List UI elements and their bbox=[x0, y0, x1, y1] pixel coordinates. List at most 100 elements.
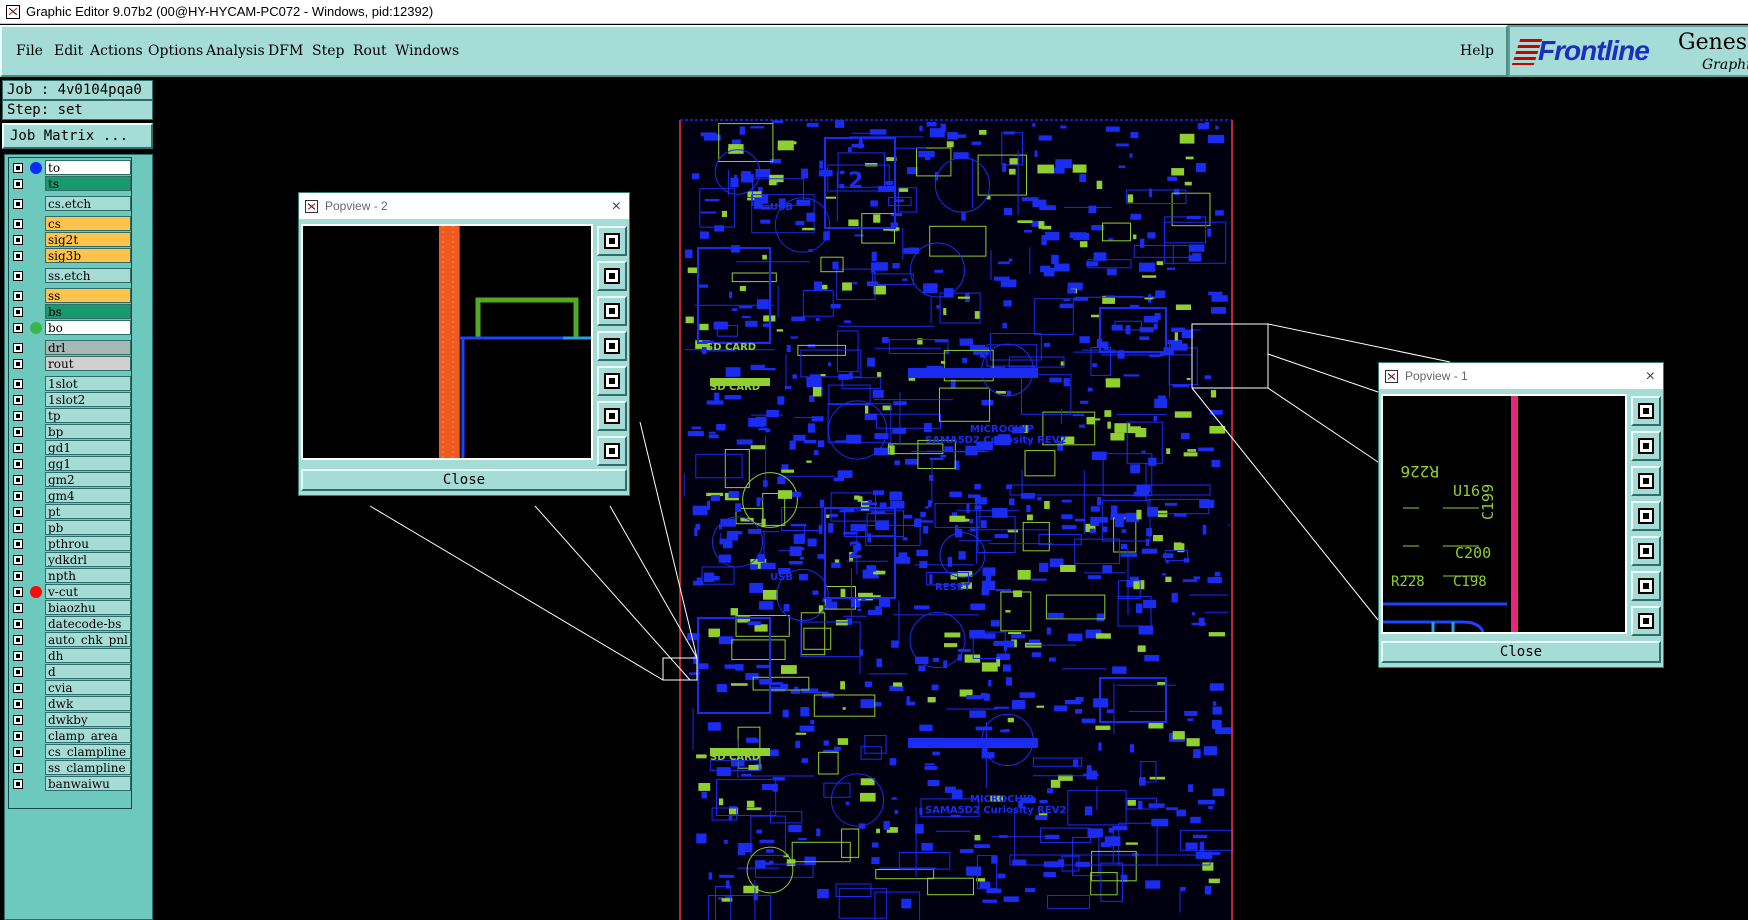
layer-row-gg1[interactable]: gg1 bbox=[9, 456, 131, 472]
layer-row-ss-clampline[interactable]: ss_clampline bbox=[9, 760, 131, 776]
layer-checkbox[interactable] bbox=[13, 635, 23, 645]
layer-row-1slot2[interactable]: 1slot2 bbox=[9, 392, 131, 408]
popview-1-pan-down-button[interactable] bbox=[1631, 466, 1661, 496]
layer-checkbox[interactable] bbox=[13, 459, 23, 469]
layer-checkbox[interactable] bbox=[13, 523, 23, 533]
layer-checkbox[interactable] bbox=[13, 699, 23, 709]
layer-name[interactable]: dwk bbox=[45, 696, 131, 711]
layer-name[interactable]: ss bbox=[45, 288, 131, 303]
layer-row-auto-chk-pnl[interactable]: auto_chk_pnl bbox=[9, 632, 131, 648]
layer-checkbox[interactable] bbox=[13, 411, 23, 421]
menu-options[interactable]: Options bbox=[148, 43, 204, 59]
layer-checkbox[interactable] bbox=[13, 379, 23, 389]
layer-row-cs[interactable]: cs bbox=[9, 216, 131, 232]
layer-checkbox[interactable] bbox=[13, 731, 23, 741]
layer-name[interactable]: ss.etch bbox=[45, 268, 131, 283]
menu-actions[interactable]: Actions bbox=[90, 43, 143, 59]
layer-name[interactable]: bs bbox=[45, 304, 131, 319]
popview-1-pan-up-button[interactable] bbox=[1631, 431, 1661, 461]
popview-1-zoom-view[interactable]: R226 U16 C199 C200 C198 R228 bbox=[1381, 394, 1627, 634]
layer-row-ydkdrl[interactable]: ydkdrl bbox=[9, 552, 131, 568]
menu-analysis[interactable]: Analysis bbox=[206, 43, 265, 59]
popview-1-close-button[interactable]: Close bbox=[1381, 641, 1661, 663]
layer-name[interactable]: dwkby bbox=[45, 712, 131, 727]
layer-name[interactable]: gd1 bbox=[45, 440, 131, 455]
layer-row-dwkby[interactable]: dwkby bbox=[9, 712, 131, 728]
layer-row-pt[interactable]: pt bbox=[9, 504, 131, 520]
layer-row-rout[interactable]: rout bbox=[9, 356, 131, 372]
layer-checkbox[interactable] bbox=[13, 395, 23, 405]
popview-1-zoom-out-button[interactable] bbox=[1631, 606, 1661, 636]
layer-name[interactable]: gm4 bbox=[45, 488, 131, 503]
popview-2-pan-right-button[interactable] bbox=[597, 366, 627, 396]
layer-name[interactable]: biaozhu bbox=[45, 600, 131, 615]
layer-name[interactable]: d bbox=[45, 664, 131, 679]
menu-step[interactable]: Step bbox=[312, 43, 345, 59]
layer-name[interactable]: gm2 bbox=[45, 472, 131, 487]
layer-checkbox[interactable] bbox=[13, 683, 23, 693]
layer-name[interactable]: cvia bbox=[45, 680, 131, 695]
popview-2-close-button[interactable]: Close bbox=[301, 469, 627, 491]
layer-checkbox[interactable] bbox=[13, 179, 23, 189]
layer-row-ts[interactable]: ts bbox=[9, 176, 131, 192]
layer-name[interactable]: to bbox=[45, 160, 131, 175]
layer-checkbox[interactable] bbox=[13, 251, 23, 261]
layer-row-drl[interactable]: drl bbox=[9, 340, 131, 356]
layer-name[interactable]: ss_clampline bbox=[45, 760, 131, 775]
layer-checkbox[interactable] bbox=[13, 219, 23, 229]
popview-1-titlebar[interactable]: Popview - 1 × bbox=[1379, 363, 1663, 390]
layer-name[interactable]: drl bbox=[45, 340, 131, 355]
layer-row-npth[interactable]: npth bbox=[9, 568, 131, 584]
layer-row-1slot[interactable]: 1slot bbox=[9, 376, 131, 392]
popview-1-close-icon[interactable]: × bbox=[1645, 368, 1655, 385]
layer-row-gd1[interactable]: gd1 bbox=[9, 440, 131, 456]
layer-name[interactable]: 1slot2 bbox=[45, 392, 131, 407]
layer-name[interactable]: 1slot bbox=[45, 376, 131, 391]
popview-2-zoom-out-button[interactable] bbox=[597, 436, 627, 466]
popview-2-close-icon[interactable]: × bbox=[611, 198, 621, 215]
layer-name[interactable]: banwaiwu bbox=[45, 776, 131, 791]
layer-name[interactable]: tp bbox=[45, 408, 131, 423]
popview-2-zoom-view[interactable] bbox=[301, 224, 593, 460]
layer-checkbox[interactable] bbox=[13, 427, 23, 437]
layer-name[interactable]: bo bbox=[45, 320, 131, 335]
menu-edit[interactable]: Edit bbox=[54, 43, 84, 59]
layer-checkbox[interactable] bbox=[13, 619, 23, 629]
layer-row-bs[interactable]: bs bbox=[9, 304, 131, 320]
layer-checkbox[interactable] bbox=[13, 359, 23, 369]
layer-name[interactable]: rout bbox=[45, 356, 131, 371]
layer-row-sig3b[interactable]: sig3b bbox=[9, 248, 131, 264]
layer-checkbox[interactable] bbox=[13, 507, 23, 517]
layer-checkbox[interactable] bbox=[13, 271, 23, 281]
layer-row-biaozhu[interactable]: biaozhu bbox=[9, 600, 131, 616]
layer-row-cvia[interactable]: cvia bbox=[9, 680, 131, 696]
layer-row-pb[interactable]: pb bbox=[9, 520, 131, 536]
layer-checkbox[interactable] bbox=[13, 163, 23, 173]
popview-1-pan-right-button[interactable] bbox=[1631, 536, 1661, 566]
popview-2-titlebar[interactable]: Popview - 2 × bbox=[299, 193, 629, 220]
layer-row-tp[interactable]: tp bbox=[9, 408, 131, 424]
layer-row-d[interactable]: d bbox=[9, 664, 131, 680]
layer-name[interactable]: cs.etch bbox=[45, 196, 131, 211]
layer-checkbox[interactable] bbox=[13, 651, 23, 661]
layer-checkbox[interactable] bbox=[13, 587, 23, 597]
layer-row-to[interactable]: to bbox=[9, 160, 131, 176]
layer-checkbox[interactable] bbox=[13, 555, 23, 565]
menu-rout[interactable]: Rout bbox=[353, 43, 387, 59]
popview-1-pan-left-button[interactable] bbox=[1631, 501, 1661, 531]
layer-checkbox[interactable] bbox=[13, 539, 23, 549]
layer-checkbox[interactable] bbox=[13, 235, 23, 245]
layer-row-banwaiwu[interactable]: banwaiwu bbox=[9, 776, 131, 792]
menu-file[interactable]: File bbox=[16, 43, 43, 59]
layer-checkbox[interactable] bbox=[13, 667, 23, 677]
layer-name[interactable]: auto_chk_pnl bbox=[45, 632, 131, 647]
layer-row-v-cut[interactable]: v-cut bbox=[9, 584, 131, 600]
layer-name[interactable]: v-cut bbox=[45, 584, 131, 599]
layer-name[interactable]: ydkdrl bbox=[45, 552, 131, 567]
popview-1-zoom-home-button[interactable] bbox=[1631, 396, 1661, 426]
layer-checkbox[interactable] bbox=[13, 491, 23, 501]
layer-row-dwk[interactable]: dwk bbox=[9, 696, 131, 712]
popview-2-zoom-home-button[interactable] bbox=[597, 226, 627, 256]
layer-checkbox[interactable] bbox=[13, 747, 23, 757]
popview-2-zoom-in-button[interactable] bbox=[597, 401, 627, 431]
